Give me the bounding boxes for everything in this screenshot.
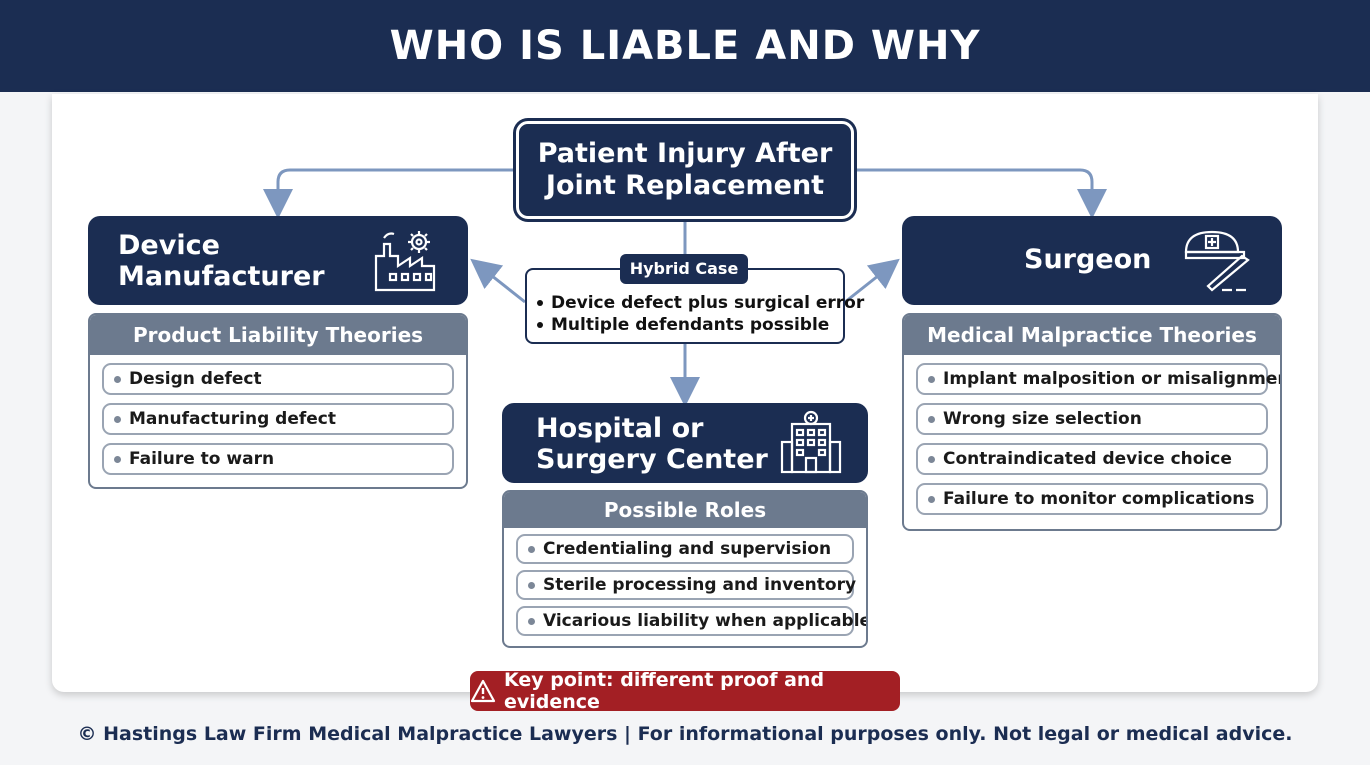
medical-malpractice-section: Medical Malpractice Theories Implant mal…	[902, 313, 1282, 531]
role-text: Sterile processing and inventory	[543, 575, 857, 595]
key-point-text: Key point: different proof and evidence	[504, 669, 825, 713]
bullet-dot-icon	[114, 455, 121, 463]
key-point-banner: Key point: different proof and evidence	[470, 669, 900, 713]
hospital-box: Hospital or Surgery Center	[502, 403, 868, 483]
theory-item: Contraindicated device choice	[916, 443, 1268, 475]
theory-text: Contraindicated device choice	[943, 449, 1232, 469]
theory-item: Manufacturing defect	[102, 403, 454, 435]
warning-triangle-icon	[470, 679, 496, 703]
possible-roles-title: Possible Roles	[504, 492, 866, 528]
page-title: WHO IS LIABLE AND WHY	[389, 23, 981, 69]
theory-text: Wrong size selection	[943, 409, 1142, 429]
role-item: Vicarious liability when applicable	[516, 606, 866, 636]
bullet-dot-icon	[114, 415, 121, 423]
hospital-title: Hospital or Surgery Center	[536, 413, 768, 475]
hybrid-item: Device defect plus surgical error	[537, 292, 864, 314]
theory-item: Wrong size selection	[916, 403, 1268, 435]
surgeon-title: Surgeon	[1024, 244, 1152, 275]
hybrid-text: Multiple defendants possible	[551, 315, 830, 335]
hospital-title-line2: Surgery Center	[536, 444, 768, 475]
bullet-dot-icon	[114, 375, 121, 383]
theory-text: Design defect	[129, 369, 262, 389]
bullet-dot-icon	[537, 322, 543, 328]
bullet-dot-icon	[928, 375, 935, 383]
surgical-cap-scalpel-icon	[1184, 230, 1250, 292]
product-liability-section: Product Liability Theories Design defect…	[88, 313, 468, 489]
theory-text: Failure to warn	[129, 449, 275, 469]
bullet-dot-icon	[928, 495, 935, 503]
bullet-dot-icon	[528, 617, 535, 625]
medical-malpractice-title: Medical Malpractice Theories	[904, 315, 1280, 355]
role-text: Vicarious liability when applicable	[543, 611, 868, 631]
manufacturer-title-line1: Device	[118, 230, 220, 261]
theory-item: Failure to warn	[102, 443, 454, 475]
theory-item: Implant malposition or misalignment	[916, 363, 1280, 395]
hybrid-case-tag: Hybrid Case	[620, 254, 748, 284]
bullet-dot-icon	[928, 415, 935, 423]
theory-text: Manufacturing defect	[129, 409, 336, 429]
hospital-title-line1: Hospital or	[536, 413, 704, 444]
hospital-building-icon	[780, 410, 842, 474]
factory-gear-icon	[374, 231, 436, 292]
manufacturer-title: Device Manufacturer	[118, 230, 325, 292]
theory-text: Failure to monitor complications	[943, 489, 1255, 509]
hybrid-item: Multiple defendants possible	[537, 314, 864, 336]
bullet-dot-icon	[928, 455, 935, 463]
footer-disclaimer: © Hastings Law Firm Medical Malpractice …	[77, 723, 1293, 745]
central-injury-box: Patient Injury After Joint Replacement	[516, 121, 854, 219]
bullet-dot-icon	[528, 545, 535, 553]
central-injury-title: Patient Injury After Joint Replacement	[537, 138, 833, 201]
header-banner: WHO IS LIABLE AND WHY	[0, 0, 1370, 92]
role-item: Sterile processing and inventory	[516, 570, 857, 600]
role-item: Credentialing and supervision	[516, 534, 854, 564]
role-text: Credentialing and supervision	[543, 539, 832, 559]
surgeon-box: Surgeon	[902, 216, 1282, 305]
theory-text: Implant malposition or misalignment	[943, 369, 1282, 389]
theory-item: Design defect	[102, 363, 454, 395]
hybrid-text: Device defect plus surgical error	[551, 293, 865, 313]
possible-roles-section: Possible Roles Credentialing and supervi…	[502, 490, 868, 648]
theory-item: Failure to monitor complications	[916, 483, 1268, 515]
manufacturer-box: Device Manufacturer	[88, 216, 468, 305]
bullet-dot-icon	[537, 300, 543, 306]
product-liability-title: Product Liability Theories	[90, 315, 466, 355]
bullet-dot-icon	[528, 581, 535, 589]
manufacturer-title-line2: Manufacturer	[118, 261, 325, 292]
